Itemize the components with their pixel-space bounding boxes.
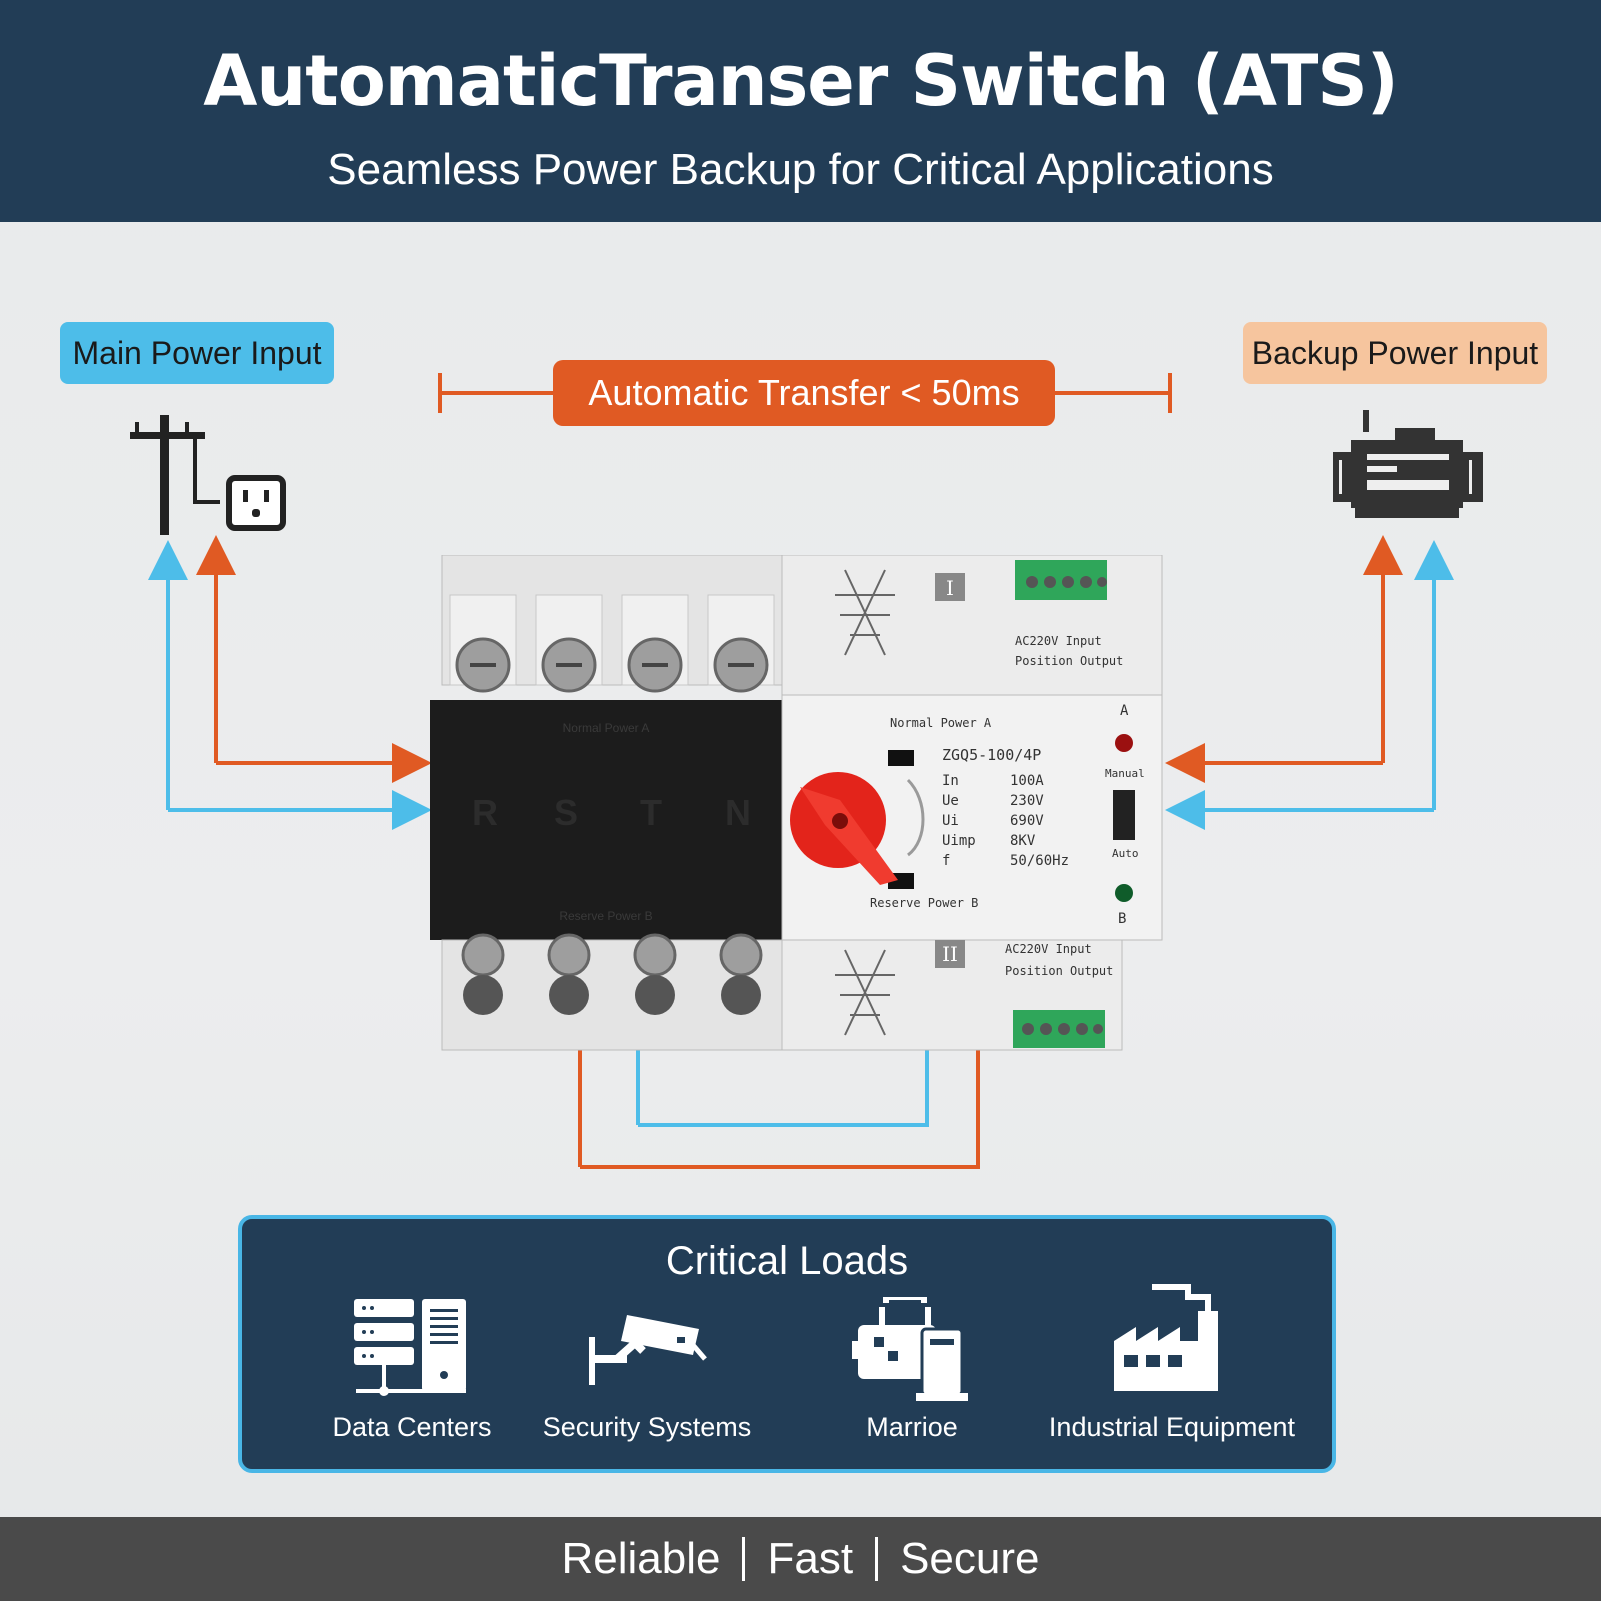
manual-auto-switch[interactable] [1113, 790, 1135, 840]
svg-text:100A: 100A [1010, 773, 1044, 789]
medical-device-icon [852, 1297, 968, 1401]
svg-text:690V: 690V [1010, 813, 1044, 829]
critical-loads-title: Critical Loads [665, 1239, 909, 1283]
svg-text:Reserve Power B: Reserve Power B [870, 896, 978, 910]
load-label-security-systems: Security Systems [542, 1412, 752, 1442]
security-camera-icon [589, 1315, 707, 1385]
svg-text:AC220V Input: AC220V Input [1015, 634, 1102, 648]
footer-item-reliable: Reliable [561, 1534, 721, 1583]
svg-text:Manual: Manual [1105, 767, 1145, 780]
svg-text:AC220V Input: AC220V Input [1005, 942, 1092, 956]
phase-t: T [640, 792, 662, 833]
roman-ii-badge [935, 940, 965, 968]
svg-text:Auto: Auto [1112, 847, 1139, 860]
load-label-data-centers: Data Centers [332, 1412, 492, 1442]
generator-icon [1333, 410, 1483, 518]
server-icon [354, 1299, 466, 1396]
roman-ii-text: II [942, 942, 958, 966]
footer-separator [875, 1537, 879, 1581]
phase-n: N [725, 792, 751, 833]
main-power-input-label: Main Power Input [60, 322, 334, 384]
svg-text:Position Output: Position Output [1005, 964, 1113, 978]
page-subtitle: Seamless Power Backup for Critical Appli… [327, 145, 1274, 194]
roman-i-badge [935, 573, 965, 601]
svg-text:Ue: Ue [942, 793, 959, 809]
svg-text:Normal Power A: Normal Power A [890, 716, 992, 730]
svg-text:B: B [1118, 911, 1126, 927]
svg-text:A: A [1120, 703, 1129, 719]
svg-text:Normal Power A: Normal Power A [563, 721, 650, 735]
indicator-b-led [1115, 884, 1133, 902]
svg-text:Position Output: Position Output [1015, 654, 1123, 668]
header-banner: AutomaticTranser Switch (ATS) Seamless P… [0, 0, 1601, 222]
utility-pole-icon [130, 415, 286, 535]
footer-item-secure: Secure [900, 1534, 1040, 1583]
svg-text:Ui: Ui [942, 813, 959, 829]
critical-loads-panel: Critical Loads Data Centers [238, 1215, 1336, 1473]
load-label-medical: Marrioe [866, 1412, 958, 1442]
backup-power-input-label: Backup Power Input [1243, 322, 1547, 384]
svg-text:8KV: 8KV [1010, 833, 1036, 849]
svg-text:230V: 230V [1010, 793, 1044, 809]
ats-device: I AC220V Input Position Output Normal Po… [430, 555, 1163, 1051]
transfer-time-label: Automatic Transfer < 50ms [553, 360, 1055, 426]
factory-icon [1114, 1284, 1218, 1391]
svg-text:ZGQ5-100/4P: ZGQ5-100/4P [942, 746, 1041, 764]
svg-text:Reserve Power B: Reserve Power B [559, 909, 652, 923]
svg-text:50/60Hz: 50/60Hz [1010, 853, 1069, 869]
roman-i-text: I [946, 576, 954, 600]
phase-s: S [554, 792, 578, 833]
svg-text:Uimp: Uimp [942, 833, 976, 849]
svg-text:f: f [942, 853, 950, 869]
svg-text:In: In [942, 773, 959, 789]
footer-banner: Reliable Fast Secure [0, 1517, 1601, 1601]
load-label-industrial-equipment: Industrial Equipment [1048, 1412, 1296, 1442]
footer-item-fast: Fast [767, 1534, 854, 1583]
phase-r: R [472, 792, 498, 833]
phase-cover [430, 700, 782, 940]
page-title: AutomaticTranser Switch (ATS) [203, 40, 1399, 122]
footer-separator [742, 1537, 746, 1581]
indicator-a-led [1115, 734, 1133, 752]
